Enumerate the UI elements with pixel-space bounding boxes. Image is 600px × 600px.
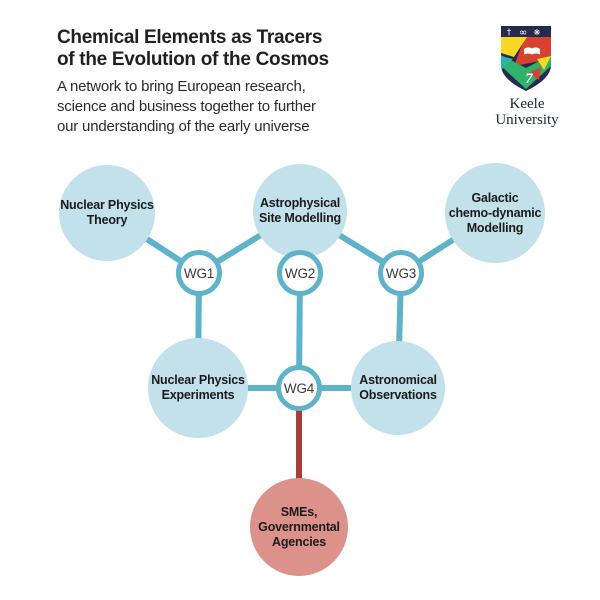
dagger-icon: † [507, 28, 512, 38]
node-label: Nuclear Physics Experiments [151, 373, 245, 402]
wg-label: WG3 [385, 265, 417, 281]
wg-label: WG1 [183, 265, 215, 281]
node-astrophysical-site-modelling: Astrophysical Site Modelling [253, 164, 347, 258]
crest-red-triangle [529, 67, 541, 80]
page-subtitle: A network to bring European research, sc… [57, 78, 316, 135]
open-book-icon [524, 47, 540, 55]
node-label: Nuclear Physics Theory [60, 198, 154, 227]
node-label: Astrophysical Site Modelling [259, 196, 341, 225]
node-wg3: WG3 [378, 250, 424, 296]
node-smes-governmental-agencies: SMEs, Governmental Agencies [250, 478, 348, 576]
crest-green-chevron [501, 55, 551, 89]
crest-yellow-panel [501, 37, 527, 57]
crest-teal-triangle [501, 56, 513, 70]
node-nuclear-physics-theory: Nuclear Physics Theory [59, 165, 155, 261]
keele-university-wordmark: Keele University [495, 96, 559, 128]
node-wg2: WG2 [277, 250, 323, 296]
stafford-knot-icon: ∞ [519, 28, 527, 39]
wg-label: WG2 [284, 265, 316, 281]
node-nuclear-physics-experiments: Nuclear Physics Experiments [148, 338, 248, 438]
keele-crest-icon: † ∞ ❋ 7 [501, 26, 551, 91]
node-label: Astronomical Observations [359, 373, 437, 402]
node-wg4: WG4 [276, 365, 322, 411]
tudor-rose-icon: ❋ [534, 28, 541, 37]
node-label: SMEs, Governmental Agencies [258, 504, 340, 549]
wg-label: WG4 [283, 380, 315, 396]
node-label: Galactic chemo-dynamic Modelling [448, 190, 542, 235]
node-wg1: WG1 [176, 250, 222, 296]
crest-numeral: 7 [525, 71, 533, 87]
crest-yellow-triangle [537, 56, 551, 70]
page-title: Chemical Elements as Tracers of the Evol… [57, 27, 329, 70]
node-galactic-chemo-dynamic-modelling: Galactic chemo-dynamic Modelling [445, 163, 545, 263]
node-astronomical-observations: Astronomical Observations [351, 341, 445, 435]
